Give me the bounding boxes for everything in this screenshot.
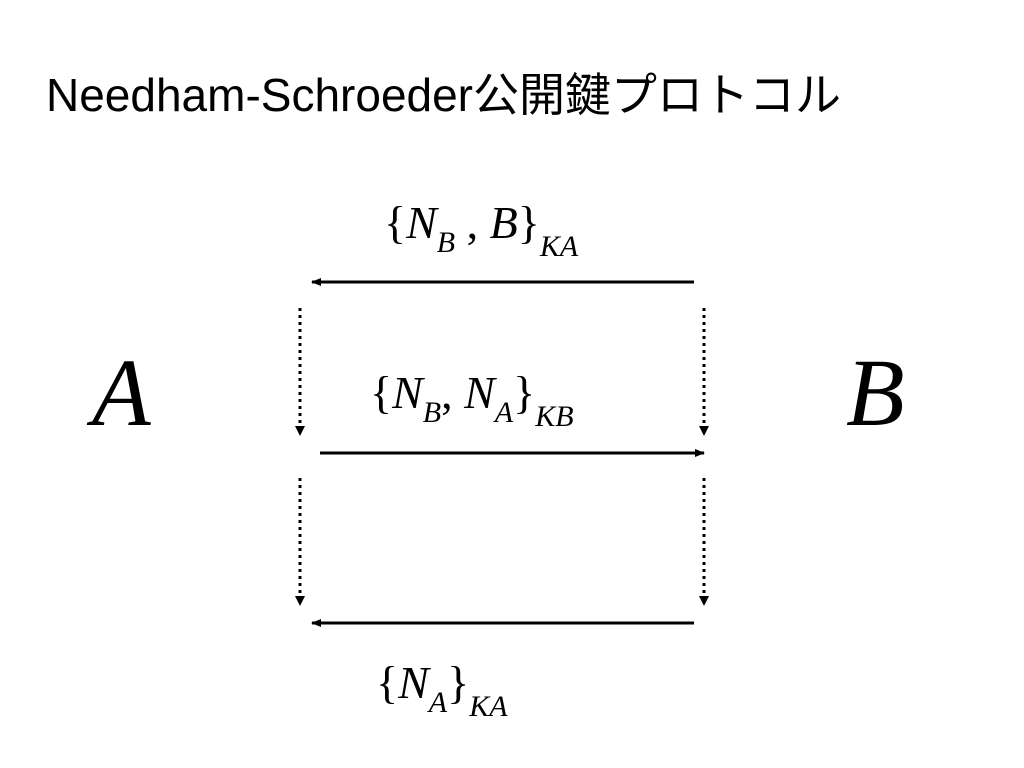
party-a-timeline-1-head (295, 426, 305, 436)
message-2-label: {NB, NA}KB (370, 367, 574, 432)
close-brace: } (517, 197, 540, 248)
nonce-subscript-2: A (494, 396, 514, 429)
party-b-timeline-2-head (699, 596, 709, 606)
nonce-symbol: N (392, 367, 423, 418)
key-subscript: KB (535, 400, 574, 433)
nonce-symbol-2: N (464, 367, 495, 418)
nonce-subscript: B (422, 396, 442, 429)
slide-title: Needham-Schroeder公開鍵プロトコル (46, 69, 842, 121)
close-brace: } (447, 657, 470, 708)
close-brace: } (513, 367, 536, 418)
identity-symbol: B (489, 197, 518, 248)
open-brace: { (370, 367, 393, 418)
nonce-symbol: N (406, 197, 437, 248)
party-a-label: A (92, 339, 151, 446)
nonce-subscript: B (436, 226, 456, 259)
nonce-subscript: A (428, 686, 448, 719)
open-brace: { (384, 197, 407, 248)
key-subscript: KA (469, 690, 508, 723)
party-b-timeline-1-head (699, 426, 709, 436)
message-1-label: {NB , B}KA (384, 197, 578, 262)
open-brace: { (376, 657, 399, 708)
key-subscript: KA (539, 230, 579, 263)
separator: , (455, 197, 490, 248)
party-a-timeline-2-head (295, 596, 305, 606)
message-3-label: {NA}KA (376, 657, 508, 722)
separator: , (441, 367, 465, 418)
nonce-symbol: N (398, 657, 429, 708)
party-b-label: B (846, 339, 905, 446)
